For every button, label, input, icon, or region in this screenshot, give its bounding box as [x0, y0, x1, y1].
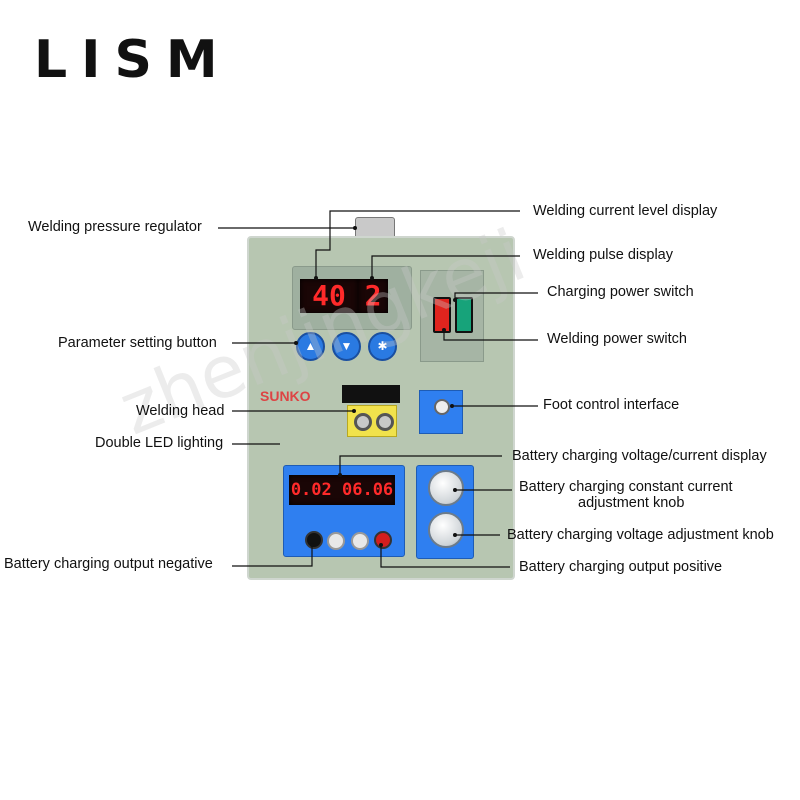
welding-head-socket-right	[376, 413, 394, 431]
label-double-led: Double LED lighting	[95, 435, 224, 451]
label-voltage-knob: Battery charging voltage adjustment knob	[507, 527, 774, 543]
pulse-display: 2	[358, 279, 388, 313]
welding-head-socket-left	[354, 413, 372, 431]
voltage-knob	[428, 512, 464, 548]
device-brand: SUNKO	[260, 388, 311, 404]
leader-current-level-display	[315, 210, 520, 278]
foot-control-jack	[434, 399, 450, 415]
label-parameter-button: Parameter setting button	[58, 335, 217, 351]
label-foot-control: Foot control interface	[543, 397, 680, 413]
output-positive-jack	[374, 531, 392, 549]
label-pulse-display: Welding pulse display	[533, 247, 673, 263]
leader-charging-power-switch	[454, 292, 538, 300]
welding-head-mount	[342, 385, 400, 403]
current-level-display: 40	[300, 279, 358, 313]
leader-output-positive	[380, 545, 510, 568]
leader-output-negative	[232, 545, 313, 567]
label-current-level-display: Welding current level display	[533, 203, 718, 219]
parameter-up-button: ▲	[296, 332, 325, 361]
power-switch-panel	[420, 270, 484, 362]
leader-pulse-display	[371, 255, 520, 278]
label-pressure-regulator: Welding pressure regulator	[28, 219, 202, 235]
parameter-set-button: ✱	[368, 332, 397, 361]
label-output-positive: Battery charging output positive	[519, 559, 723, 575]
label-constant-current-knob-line2: adjustment knob	[578, 495, 685, 511]
charger-display: 0.02 06.06	[289, 475, 395, 505]
charging-power-switch	[455, 297, 473, 333]
led-right	[351, 532, 369, 550]
leader-welding-power-switch	[443, 330, 538, 341]
leader-charging-display	[339, 455, 502, 475]
welding-power-switch	[433, 297, 451, 333]
led-left	[327, 532, 345, 550]
label-charging-display: Battery charging voltage/current display	[512, 448, 767, 464]
parameter-down-button: ▼	[332, 332, 361, 361]
label-output-negative: Battery charging output negative	[4, 556, 213, 572]
foot-control-panel	[419, 390, 463, 434]
brand-logo: LISM	[34, 30, 232, 90]
output-negative-jack	[305, 531, 323, 549]
label-charging-power-switch: Charging power switch	[547, 284, 694, 300]
label-welding-head: Welding head	[136, 403, 225, 419]
constant-current-knob	[428, 470, 464, 506]
label-welding-power-switch: Welding power switch	[547, 331, 687, 347]
label-constant-current-knob-line1: Battery charging constant current	[519, 479, 733, 495]
